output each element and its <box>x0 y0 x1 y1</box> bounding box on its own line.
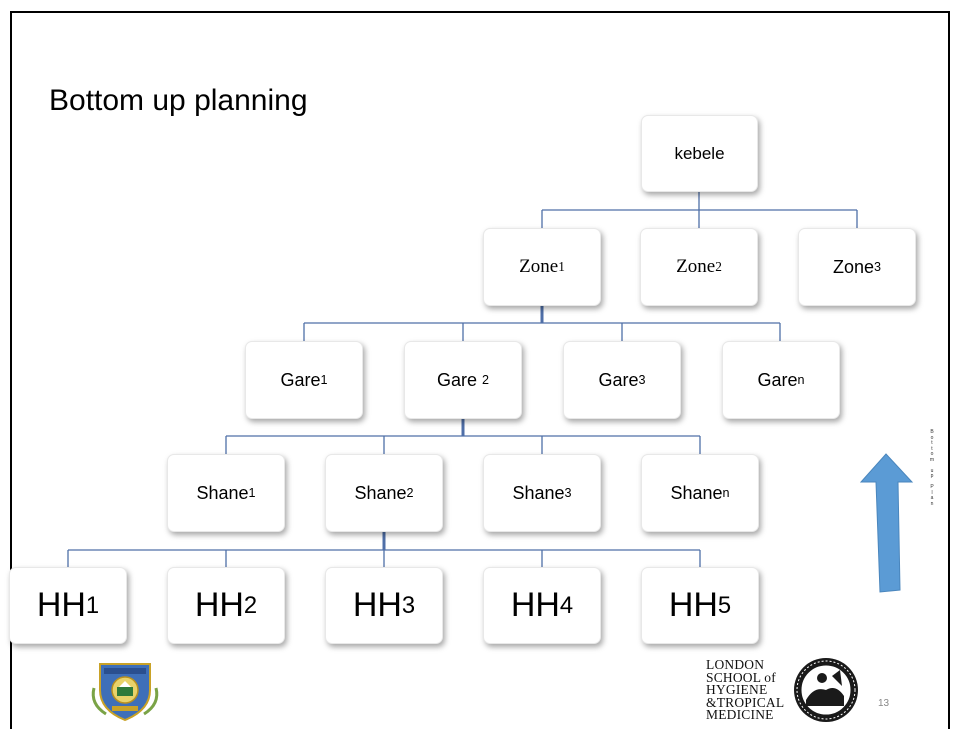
arrow-caption-char: p <box>930 473 934 479</box>
node-label: Shane <box>196 482 249 503</box>
arrow-caption-char: o <box>930 451 934 457</box>
lshtm-logo-text: LONDON SCHOOL of HYGIENE &TROPICAL MEDIC… <box>706 657 785 722</box>
lshtm-line: HYGIENE <box>706 682 768 697</box>
lshtm-line: LONDON <box>706 657 765 672</box>
lshtm-seal-logo <box>794 658 858 722</box>
node-label: Shane <box>354 482 407 503</box>
arrow-caption-char: m <box>929 456 935 463</box>
arrow-caption-char: t <box>931 445 933 452</box>
lshtm-line: MEDICINE <box>706 707 774 722</box>
node-kebele-label: kebele <box>674 143 725 163</box>
node-label: Shane <box>512 482 565 503</box>
arrow-caption-char: t <box>931 440 933 446</box>
node-label: HH <box>194 586 244 624</box>
node-kebele: kebele <box>641 115 758 192</box>
slide-title: Bottom up planning <box>49 84 308 117</box>
node-gare-2: Gare 2 <box>404 341 522 419</box>
node-label: Zone <box>676 256 716 277</box>
node-label: Gare <box>280 369 321 390</box>
lshtm-line: &TROPICAL <box>706 694 785 710</box>
arrow-caption-char: B <box>930 429 934 435</box>
arrow-caption-char: u <box>930 467 934 474</box>
node-label: HH <box>36 586 86 624</box>
node-label: Gare <box>757 369 798 390</box>
arrow-caption-char: l <box>931 489 933 496</box>
node-label: HH <box>510 586 560 624</box>
node-label: Zone <box>519 256 559 277</box>
lshtm-line: SCHOOL of <box>706 669 776 685</box>
node-label: HH <box>668 586 718 624</box>
node-label: HH <box>352 586 402 624</box>
node-label: Gare <box>598 369 639 390</box>
node-label: Gare <box>436 369 482 390</box>
arrow-caption-char: P <box>930 484 934 490</box>
up-arrow-icon <box>859 453 914 593</box>
arrow-caption-char: a <box>930 495 934 501</box>
arrow-caption-char: n <box>930 500 934 507</box>
node-label: Shane <box>670 482 723 503</box>
arrow-caption-char: o <box>930 434 934 441</box>
jimma-university-logo <box>91 663 159 722</box>
page-number: 13 <box>878 698 890 709</box>
node-label: Zone <box>832 256 874 277</box>
